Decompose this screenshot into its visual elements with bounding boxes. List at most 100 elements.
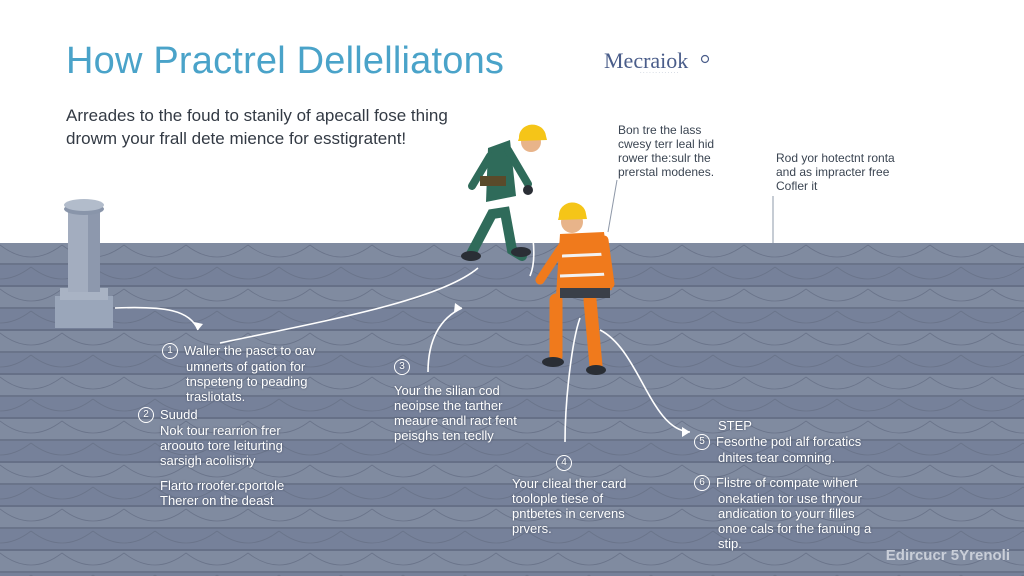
roof-tile-curve — [619, 552, 683, 566]
flow-lines — [114, 219, 691, 443]
logo-swirl-icon — [700, 54, 710, 64]
step-body-line: stip. — [718, 535, 742, 551]
roof-tile-curve — [123, 552, 187, 566]
roof-tile-curve — [495, 508, 559, 522]
roof-tile-curve — [61, 332, 125, 346]
roof-tile-curve — [681, 420, 745, 434]
logo-tagline: · · · · · · · · · · · · · — [640, 70, 679, 76]
roof-tile-curve — [247, 376, 311, 390]
roof-tile-curve — [805, 244, 869, 258]
roof-tile-curve — [681, 508, 745, 522]
step-body-line: Therer on the deast — [160, 492, 274, 508]
step-body-line: onekatien tor use thryour — [718, 490, 862, 506]
callout-note-right: Rod yor hotectnt ronta and as impracter … — [776, 151, 895, 193]
roof-tile-curve — [588, 442, 652, 456]
roof-tile-curve — [247, 288, 311, 302]
roof-tile-curve — [216, 398, 280, 412]
roof-tile-curve — [805, 552, 869, 566]
roof-tile-row — [0, 573, 1024, 576]
note-line: and as impracter free — [776, 165, 890, 179]
roof-tile-curve — [712, 266, 776, 280]
roof-tile-curve — [836, 486, 900, 500]
roof-tile-curve — [650, 354, 714, 368]
roof-tile-curve — [154, 486, 218, 500]
note-line: prerstal modenes. — [618, 165, 715, 179]
roof-tile-curve — [185, 420, 249, 434]
roof-tile-curve — [340, 398, 404, 412]
note-leader-line — [607, 179, 618, 233]
roof-tile-curve — [433, 288, 497, 302]
roof-tile-curve — [526, 530, 590, 544]
roof-tile-curve — [433, 376, 497, 390]
roof-tile-curve — [30, 442, 94, 456]
note-line: cwesy terr leal hid — [618, 137, 715, 151]
roof-tile-curve — [991, 332, 1024, 346]
roof-tile-curve — [154, 398, 218, 412]
roof-tile-curve — [309, 552, 373, 566]
roof-tile-curve — [557, 552, 621, 566]
roof-tile-curve — [30, 398, 94, 412]
step-body-line: tnspeteng to peading — [186, 373, 308, 389]
step-number-badge: 4 — [556, 454, 572, 471]
step-body-line: peisghs ten teclly — [394, 427, 494, 443]
roof-tile-curve — [867, 420, 931, 434]
roof-tile-curve — [340, 310, 404, 324]
page-subtitle: Arreades to the foud to stanily of apeca… — [66, 104, 448, 150]
roof-tile-curve — [340, 442, 404, 456]
roof-tile-curve — [836, 266, 900, 280]
roof-tile-curve — [774, 486, 838, 500]
roof-tile-curve — [929, 244, 993, 258]
note-line: Rod yor hotectnt ronta — [776, 151, 895, 165]
roof-tile-curve — [247, 244, 311, 258]
roof-tile-curve — [216, 354, 280, 368]
roof-tile-curve — [0, 552, 63, 566]
arrow-head — [454, 303, 462, 312]
watermark: Edircucr 5Yrenoli — [885, 547, 1010, 564]
roof-tile-curve — [371, 464, 435, 478]
roof-tile-curve — [185, 244, 249, 258]
roof-tile-curve — [0, 486, 32, 500]
roof-tile-curve — [960, 266, 1024, 280]
step-3: 3 Your the silian cod neoipse the tarthe… — [394, 358, 517, 443]
roof-tile-curve — [929, 420, 993, 434]
roof-tile-curve — [960, 354, 1024, 368]
roof-tile-curve — [371, 244, 435, 258]
roof-tile-curve — [185, 288, 249, 302]
roof-tile-curve — [526, 486, 590, 500]
roof-vent-icon — [55, 199, 113, 328]
roof-tile-curve — [681, 332, 745, 346]
roof-tile-curve — [185, 552, 249, 566]
roof-tile-curve — [712, 310, 776, 324]
roof-tile-curve — [216, 310, 280, 324]
roof-tile-curve — [867, 244, 931, 258]
roof-tile-curve — [557, 420, 621, 434]
roof-tile-curve — [898, 398, 962, 412]
roof-tile-curve — [402, 354, 466, 368]
roof-tile-curve — [774, 354, 838, 368]
roof-tile-curve — [216, 486, 280, 500]
roof-tile-curve — [402, 266, 466, 280]
roof-tile-curve — [991, 552, 1024, 566]
step-label: Flistre of compate wihert — [716, 475, 858, 491]
roof-tile-curve — [185, 508, 249, 522]
roof-tile-curve — [433, 420, 497, 434]
roof-tile-curve — [774, 310, 838, 324]
roof-tile-curve — [929, 332, 993, 346]
roof-tile-curve — [123, 420, 187, 434]
roof-tile-curve — [433, 552, 497, 566]
roof-tile-curve — [960, 486, 1024, 500]
roof-tile-curve — [402, 486, 466, 500]
roof-tile-curve — [929, 376, 993, 390]
roof-tile-curve — [309, 376, 373, 390]
roof-tile-curve — [836, 310, 900, 324]
roof-tile-curve — [61, 420, 125, 434]
roof-tile-curve — [588, 530, 652, 544]
roof-tile-curve — [402, 530, 466, 544]
roof-tile-curve — [309, 288, 373, 302]
roof-tile-curve — [123, 288, 187, 302]
step-label: Suudd — [160, 407, 198, 423]
roof-tile-curve — [805, 420, 869, 434]
step-body-line: aroouto tore leiturting — [160, 437, 283, 453]
roof-tile-curve — [247, 464, 311, 478]
